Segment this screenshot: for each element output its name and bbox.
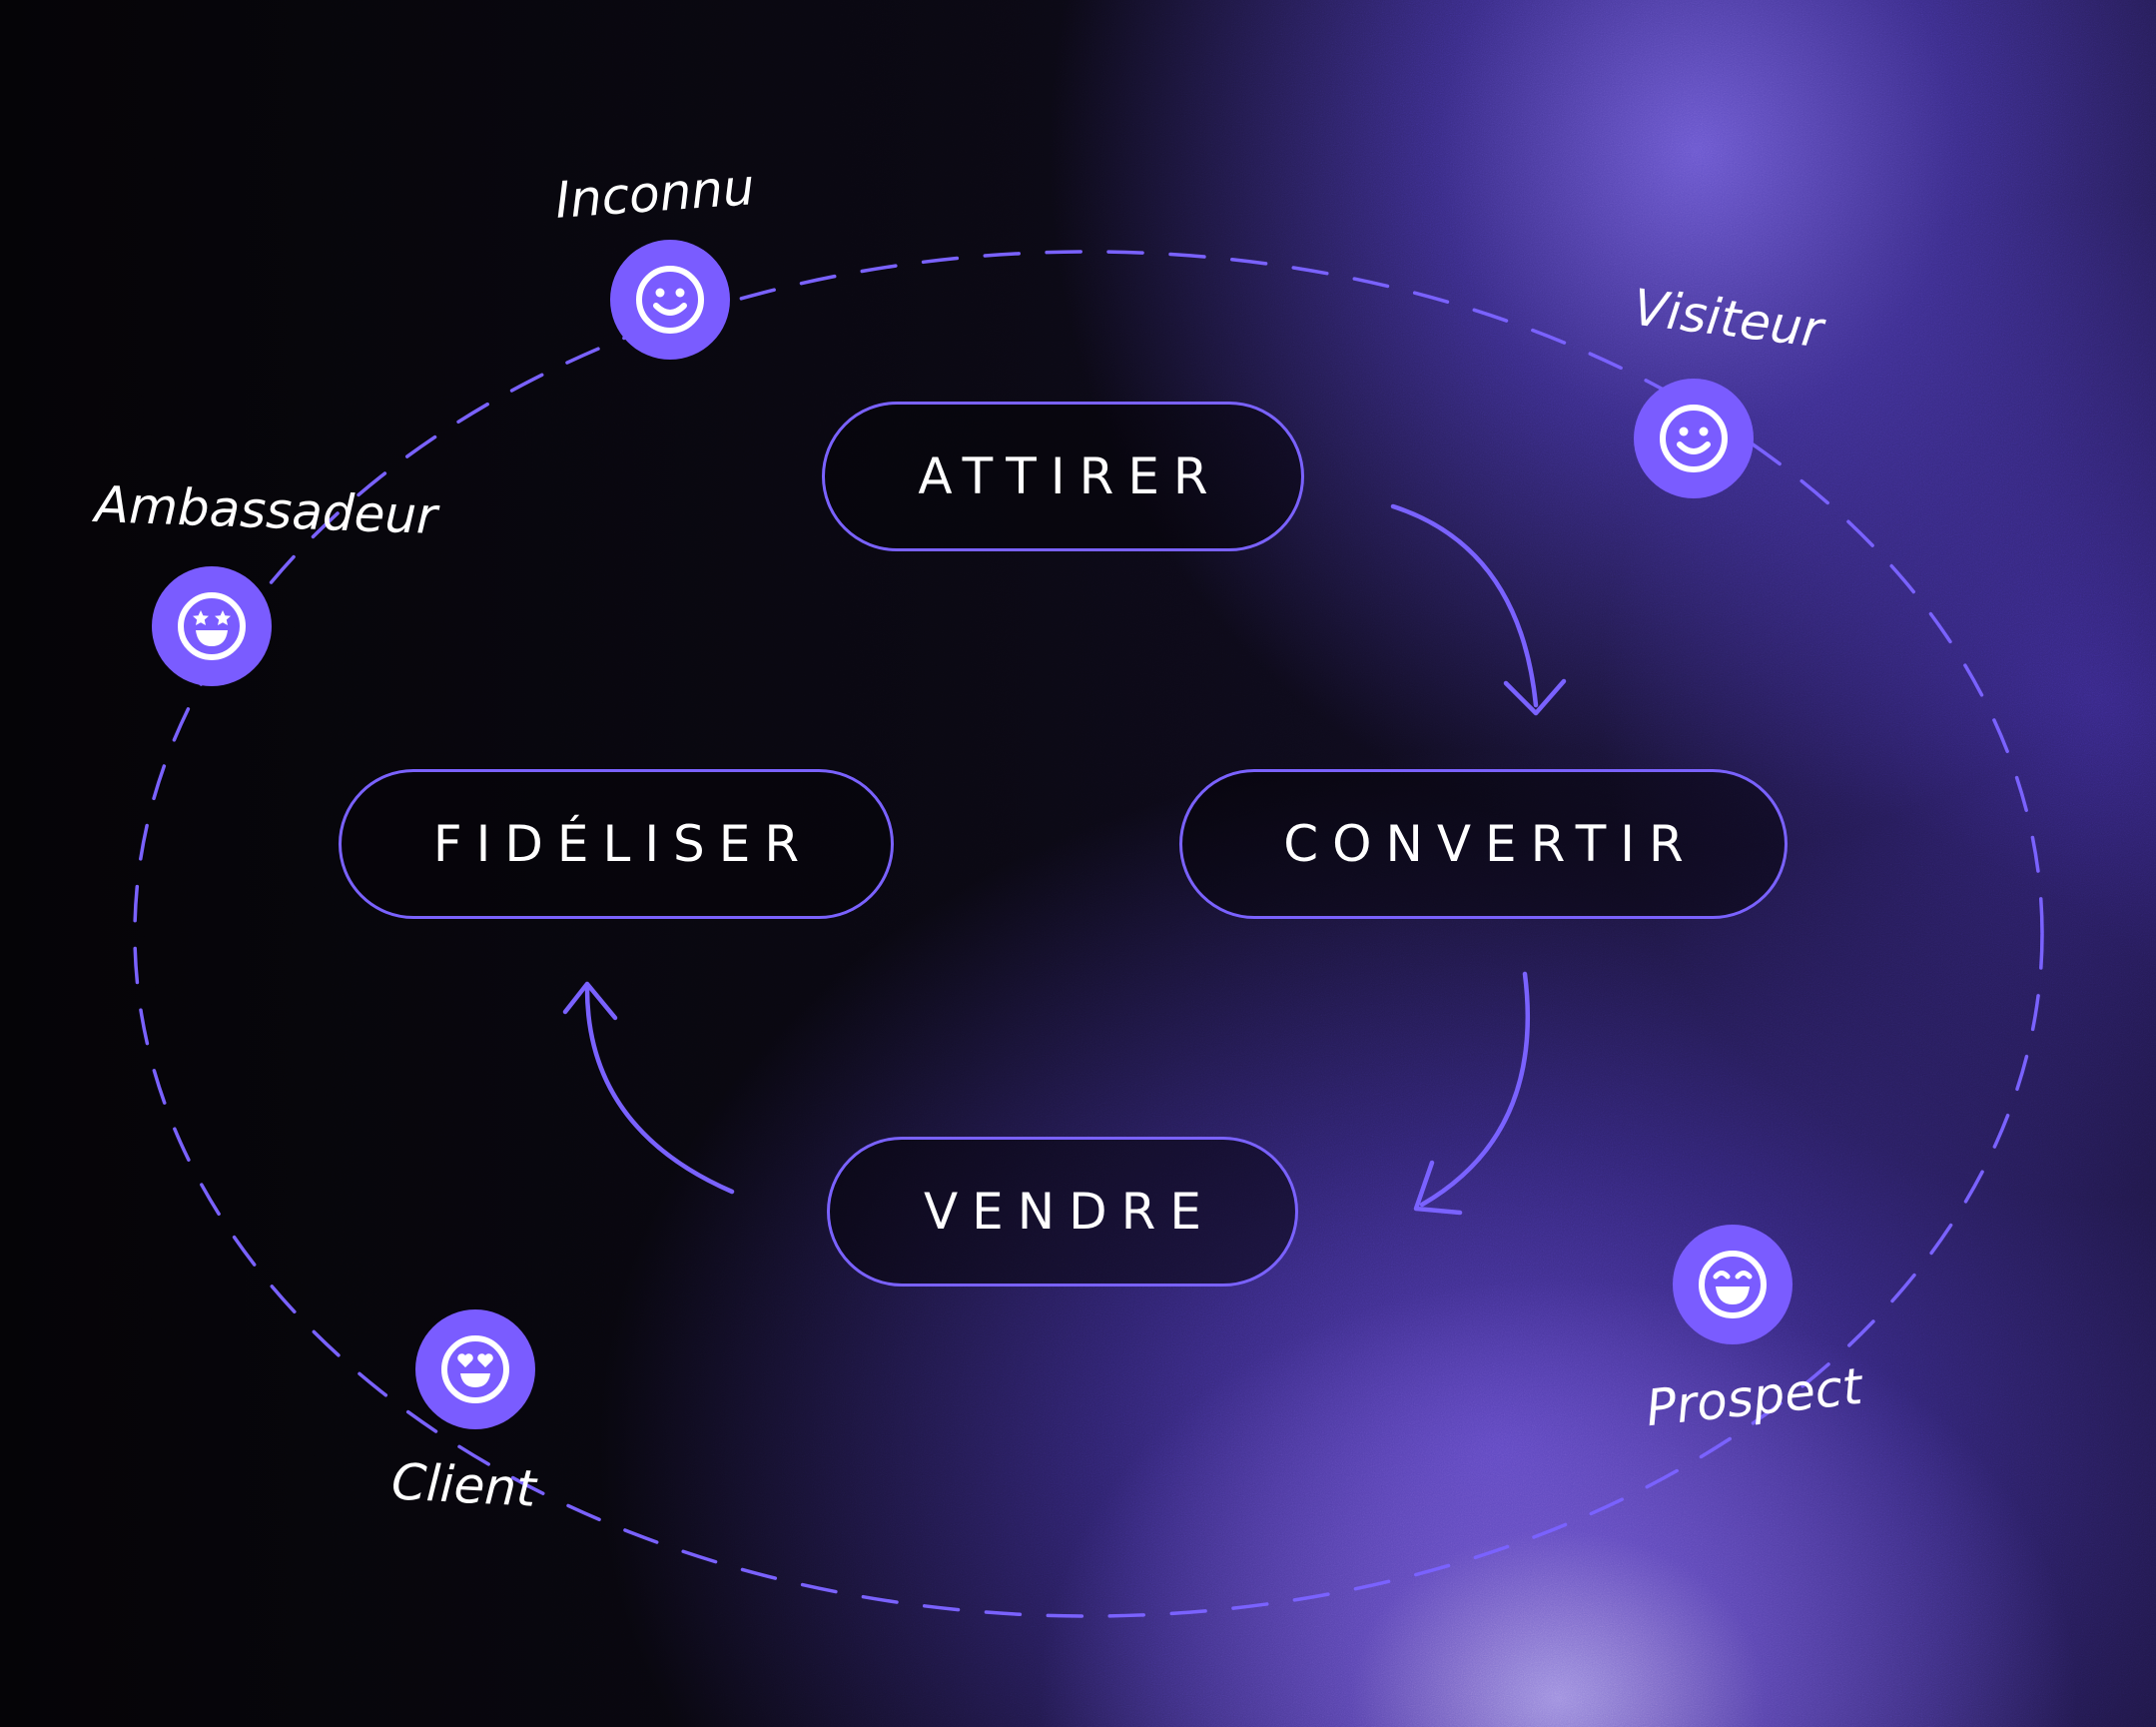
stage-fideliser: FIDÉLISER bbox=[339, 769, 894, 919]
smiling-face-icon bbox=[1660, 405, 1728, 472]
persona-label-ambassadeur: Ambassadeur bbox=[94, 475, 438, 545]
stage-attirer-label: ATTIRER bbox=[918, 447, 1222, 505]
persona-node-prospect bbox=[1673, 1225, 1793, 1344]
outer-dashed-ring bbox=[133, 250, 2044, 1618]
persona-node-ambassadeur bbox=[152, 566, 272, 686]
persona-node-visiteur bbox=[1634, 379, 1754, 498]
persona-label-client: Client bbox=[389, 1452, 538, 1518]
persona-node-client bbox=[415, 1309, 535, 1429]
stage-vendre-label: VENDRE bbox=[923, 1183, 1216, 1241]
stage-attirer: ATTIRER bbox=[822, 402, 1304, 551]
arrow-convertir-to-vendre bbox=[1413, 971, 1530, 1216]
persona-node-inconnu bbox=[610, 240, 730, 360]
stage-fideliser-label: FIDÉLISER bbox=[432, 815, 814, 873]
heart-eyes-face-icon bbox=[441, 1335, 509, 1403]
smiling-face-icon bbox=[636, 266, 704, 334]
grinning-face-icon bbox=[1699, 1251, 1767, 1318]
stage-convertir-label: CONVERTIR bbox=[1283, 815, 1698, 873]
arrow-vendre-to-fideliser bbox=[562, 981, 735, 1195]
star-struck-face-icon bbox=[178, 592, 246, 660]
arrow-attirer-to-convertir bbox=[1390, 503, 1567, 716]
stage-vendre: VENDRE bbox=[827, 1137, 1298, 1287]
stage-convertir: CONVERTIR bbox=[1179, 769, 1788, 919]
